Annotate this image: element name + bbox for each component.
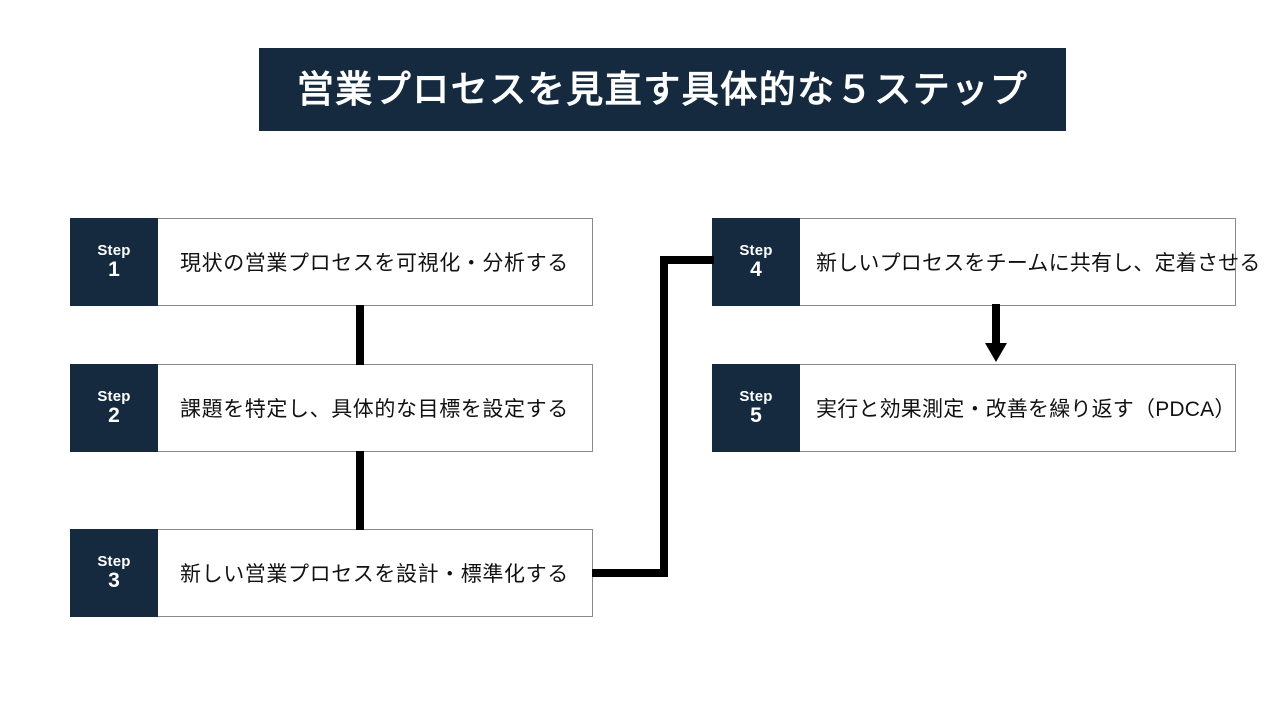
step-badge-5: Step 5 [712,364,800,452]
step-badge-number-1: 1 [108,258,120,282]
step-badge-2: Step 2 [70,364,158,452]
step-badge-1: Step 1 [70,218,158,306]
connector-step2-step3 [356,451,364,530]
step-box-1[interactable]: Step 1 現状の営業プロセスを可視化・分析する [70,218,593,306]
arrow-down-icon [985,304,1007,362]
step-badge-4: Step 4 [712,218,800,306]
step-text-5: 実行と効果測定・改善を繰り返す（PDCA） [816,398,1236,421]
step-text-4: 新しいプロセスをチームに共有し、定着させる [816,252,1261,275]
step-badge-label-3: Step [97,552,131,570]
connector-step3-step4-segment-horizontal-in [660,256,714,264]
step-text-1: 現状の営業プロセスを可視化・分析する [180,252,569,275]
step-badge-label-5: Step [739,387,773,405]
step-box-3[interactable]: Step 3 新しい営業プロセスを設計・標準化する [70,529,593,617]
step-badge-number-5: 5 [750,404,762,428]
step-badge-number-3: 3 [108,569,120,593]
connector-step3-step4-segment-vertical [660,256,668,577]
step-badge-number-4: 4 [750,258,762,282]
step-text-2: 課題を特定し、具体的な目標を設定する [180,398,569,421]
page-title: 営業プロセスを見直す具体的な５ステップ [296,69,1029,110]
connector-step1-step2 [356,305,364,365]
step-badge-3: Step 3 [70,529,158,617]
step-badge-label-4: Step [739,241,773,259]
step-badge-label-1: Step [97,241,131,259]
step-text-3: 新しい営業プロセスを設計・標準化する [180,563,569,586]
step-box-5[interactable]: Step 5 実行と効果測定・改善を繰り返す（PDCA） [712,364,1236,452]
step-badge-label-2: Step [97,387,131,405]
step-badge-number-2: 2 [108,404,120,428]
step-box-4[interactable]: Step 4 新しいプロセスをチームに共有し、定着させる [712,218,1260,306]
title-band: 営業プロセスを見直す具体的な５ステップ [259,48,1066,131]
step-box-2[interactable]: Step 2 課題を特定し、具体的な目標を設定する [70,364,593,452]
connector-step3-step4-segment-horizontal-out [592,569,668,577]
